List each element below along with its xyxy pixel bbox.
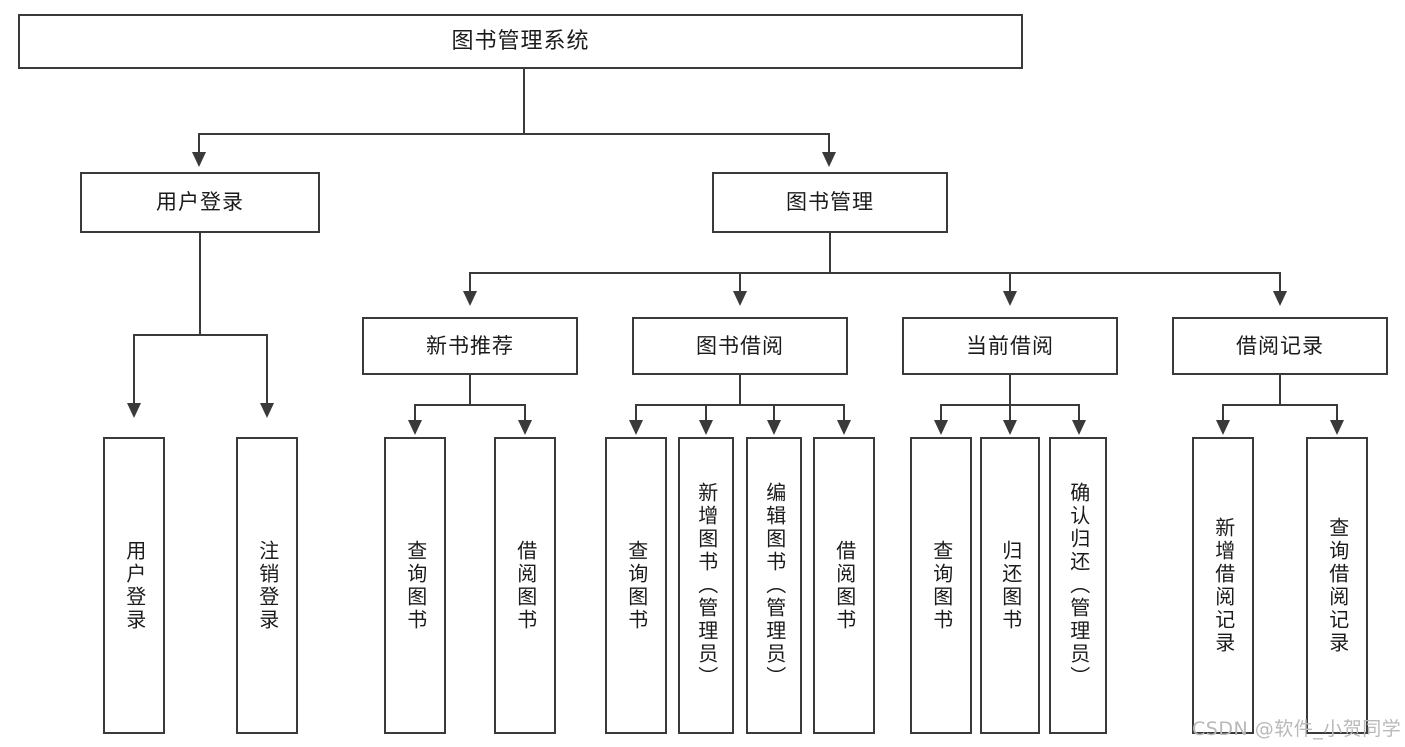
node-current-borrow[interactable]: 当前借阅 xyxy=(902,317,1118,375)
connector-book-manage-bus xyxy=(469,272,1280,274)
arrow-borrow-record-leaf-2 xyxy=(1330,420,1344,435)
node-book-manage-label: 图书管理 xyxy=(786,190,874,215)
leaf-query-book-2[interactable]: 查询图书 xyxy=(605,437,667,734)
node-user-login-label: 用户登录 xyxy=(156,190,244,215)
arrow-root-to-user-login xyxy=(192,152,206,167)
connector-current-borrow-drop-1 xyxy=(940,404,942,421)
node-borrow-record-label: 借阅记录 xyxy=(1236,333,1324,358)
leaf-add-book-label: 新增图书（管理员） xyxy=(694,482,719,689)
leaf-borrow-book-2[interactable]: 借阅图书 xyxy=(813,437,875,734)
node-book-borrow-label: 图书借阅 xyxy=(696,333,784,358)
connector-book-manage-drop-4 xyxy=(1279,272,1281,292)
arrow-book-manage-child-4 xyxy=(1273,291,1287,306)
connector-borrow-record-drop-2 xyxy=(1336,404,1338,421)
arrow-book-manage-child-3 xyxy=(1003,291,1017,306)
leaf-return-book[interactable]: 归还图书 xyxy=(980,437,1040,734)
connector-book-borrow-drop-3 xyxy=(773,404,775,421)
connector-book-borrow-drop-2 xyxy=(705,404,707,421)
arrow-book-borrow-leaf-4 xyxy=(837,420,851,435)
connector-new-book-bus xyxy=(414,404,526,406)
connector-new-book-trunk xyxy=(469,375,471,405)
arrow-root-to-book-manage xyxy=(822,152,836,167)
leaf-borrow-book-1-label: 借阅图书 xyxy=(513,539,538,632)
leaf-query-book-3[interactable]: 查询图书 xyxy=(910,437,972,734)
node-root[interactable]: 图书管理系统 xyxy=(18,14,1023,69)
leaf-edit-book-label: 编辑图书（管理员） xyxy=(762,482,787,689)
arrow-current-borrow-leaf-1 xyxy=(934,420,948,435)
connector-root-bus xyxy=(198,133,830,135)
arrow-book-manage-child-2 xyxy=(733,291,747,306)
leaf-edit-book[interactable]: 编辑图书（管理员） xyxy=(746,437,802,734)
arrow-new-book-leaf-2 xyxy=(518,420,532,435)
connector-user-login-drop-1 xyxy=(133,334,135,404)
connector-new-book-drop-1 xyxy=(414,404,416,421)
connector-book-manage-drop-1 xyxy=(469,272,471,292)
node-new-book-recommend-label: 新书推荐 xyxy=(426,333,514,358)
leaf-confirm-return-label: 确认归还（管理员） xyxy=(1066,482,1091,689)
leaf-borrow-book-2-label: 借阅图书 xyxy=(832,539,857,632)
connector-book-borrow-drop-1 xyxy=(635,404,637,421)
connector-current-borrow-trunk xyxy=(1009,375,1011,405)
leaf-query-book-3-label: 查询图书 xyxy=(929,539,954,632)
leaf-borrow-book-1[interactable]: 借阅图书 xyxy=(494,437,556,734)
arrow-book-borrow-leaf-2 xyxy=(699,420,713,435)
leaf-query-book-1-label: 查询图书 xyxy=(403,539,428,632)
connector-user-login-trunk xyxy=(199,233,201,335)
connector-borrow-record-drop-1 xyxy=(1222,404,1224,421)
csdn-watermark: CSDN @软件_小贺同学 xyxy=(1192,718,1402,740)
connector-current-borrow-drop-2 xyxy=(1009,404,1011,421)
connector-root-to-user-login xyxy=(198,133,200,153)
leaf-user-login[interactable]: 用户登录 xyxy=(103,437,165,734)
node-book-borrow[interactable]: 图书借阅 xyxy=(632,317,848,375)
connector-book-manage-drop-3 xyxy=(1009,272,1011,292)
node-user-login[interactable]: 用户登录 xyxy=(80,172,320,233)
leaf-logout-label: 注销登录 xyxy=(255,539,280,632)
arrow-book-borrow-leaf-3 xyxy=(767,420,781,435)
arrow-current-borrow-leaf-3 xyxy=(1072,420,1086,435)
arrow-book-borrow-leaf-1 xyxy=(629,420,643,435)
node-book-manage[interactable]: 图书管理 xyxy=(712,172,948,233)
connector-book-borrow-trunk xyxy=(739,375,741,405)
connector-book-manage-drop-2 xyxy=(739,272,741,292)
arrow-user-login-leaf-1 xyxy=(127,403,141,418)
leaf-query-book-2-label: 查询图书 xyxy=(624,539,649,632)
arrow-book-manage-child-1 xyxy=(463,291,477,306)
arrow-new-book-leaf-1 xyxy=(408,420,422,435)
leaf-query-record[interactable]: 查询借阅记录 xyxy=(1306,437,1368,734)
leaf-add-book[interactable]: 新增图书（管理员） xyxy=(678,437,734,734)
connector-root-to-book-manage xyxy=(828,133,830,153)
arrow-user-login-leaf-2 xyxy=(260,403,274,418)
connector-borrow-record-bus xyxy=(1222,404,1338,406)
leaf-user-login-label: 用户登录 xyxy=(122,539,147,632)
connector-borrow-record-trunk xyxy=(1279,375,1281,405)
leaf-query-record-label: 查询借阅记录 xyxy=(1325,516,1350,655)
arrow-current-borrow-leaf-2 xyxy=(1003,420,1017,435)
connector-new-book-drop-2 xyxy=(524,404,526,421)
connector-user-login-bus xyxy=(133,334,268,336)
connector-book-borrow-drop-4 xyxy=(843,404,845,421)
leaf-confirm-return[interactable]: 确认归还（管理员） xyxy=(1049,437,1107,734)
connector-root-trunk xyxy=(523,69,525,134)
leaf-add-record-label: 新增借阅记录 xyxy=(1211,516,1236,655)
connector-current-borrow-drop-3 xyxy=(1078,404,1080,421)
leaf-return-book-label: 归还图书 xyxy=(998,539,1023,632)
connector-book-manage-trunk xyxy=(829,233,831,273)
connector-book-borrow-bus xyxy=(635,404,845,406)
node-current-borrow-label: 当前借阅 xyxy=(966,333,1054,358)
leaf-query-book-1[interactable]: 查询图书 xyxy=(384,437,446,734)
leaf-add-record[interactable]: 新增借阅记录 xyxy=(1192,437,1254,734)
arrow-borrow-record-leaf-1 xyxy=(1216,420,1230,435)
node-root-label: 图书管理系统 xyxy=(451,28,590,54)
leaf-logout[interactable]: 注销登录 xyxy=(236,437,298,734)
node-new-book-recommend[interactable]: 新书推荐 xyxy=(362,317,578,375)
node-borrow-record[interactable]: 借阅记录 xyxy=(1172,317,1388,375)
connector-user-login-drop-2 xyxy=(266,334,268,404)
